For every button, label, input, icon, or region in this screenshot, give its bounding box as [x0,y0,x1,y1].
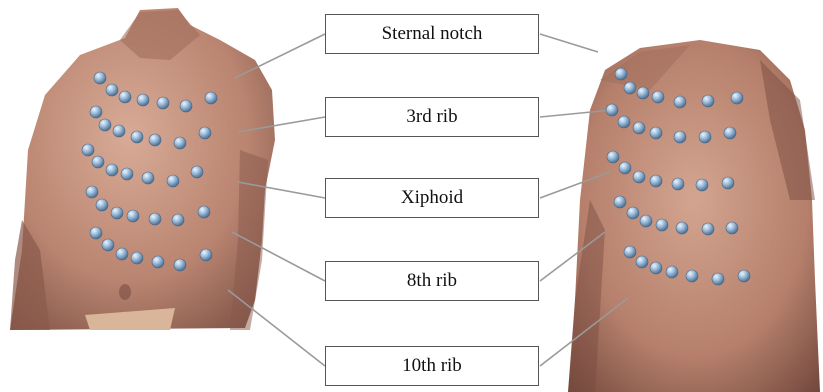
electrode-dot [738,270,750,282]
electrode-dot [624,246,636,258]
electrode-dot [724,127,736,139]
electrode-dot [199,127,211,139]
electrode-dot [633,122,645,134]
electrode-dot [676,222,688,234]
xiphoid-label: Xiphoid [325,178,539,218]
electrode-dot [94,72,106,84]
electrode-dot [152,256,164,268]
rib-3-label: 3rd rib [325,97,539,137]
electrode-dot [627,207,639,219]
electrode-dot [637,87,649,99]
electrode-dot [615,68,627,80]
electrode-dot [696,179,708,191]
electrode-dot [174,137,186,149]
electrode-dot [82,144,94,156]
electrode-dot [702,95,714,107]
electrode-dot [607,151,619,163]
electrode-dot [672,178,684,190]
electrode-dot [674,96,686,108]
electrode-dot [137,94,149,106]
electrode-dot [200,249,212,261]
electrode-dot [96,199,108,211]
electrode-dot [666,266,678,278]
electrode-dot [722,177,734,189]
electrode-dot [174,259,186,271]
electrode-dot [131,252,143,264]
electrode-dot [180,100,192,112]
electrode-dot [131,131,143,143]
electrode-dot [702,223,714,235]
electrode-dot [650,175,662,187]
electrode-dot [149,134,161,146]
electrode-dot [633,171,645,183]
electrode-dot [614,196,626,208]
electrode-dot [90,106,102,118]
back-torso [568,40,820,392]
electrode-dot [111,207,123,219]
front-torso [10,8,275,330]
electrode-dot [674,131,686,143]
electrode-dot [606,104,618,116]
electrode-dot [686,270,698,282]
electrode-dot [121,168,133,180]
electrode-dot [149,213,161,225]
electrode-dot [106,84,118,96]
electrode-dot [90,227,102,239]
electrode-dot [99,119,111,131]
electrode-dot [172,214,184,226]
electrode-dot [167,175,179,187]
electrode-dot [618,116,630,128]
electrode-dot [142,172,154,184]
electrode-dot [624,82,636,94]
rib-8-label: 8th rib [325,261,539,301]
electrode-dot [86,186,98,198]
electrode-dot [157,97,169,109]
electrode-dot [92,156,104,168]
electrode-dot [113,125,125,137]
electrode-dot [127,210,139,222]
electrode-dot [712,273,724,285]
electrode-dot [636,256,648,268]
rib-10-label: 10th rib [325,346,539,386]
electrode-dot [106,164,118,176]
electrode-dot [652,91,664,103]
electrode-dot [198,206,210,218]
electrode-dot [699,131,711,143]
electrode-dot [119,91,131,103]
electrode-dot [116,248,128,260]
electrode-dot [650,127,662,139]
electrode-dot [726,222,738,234]
electrode-dot [640,215,652,227]
sternal-notch-label: Sternal notch [325,14,539,54]
electrode-dot [656,219,668,231]
electrode-dot [191,166,203,178]
electrode-dot [619,162,631,174]
electrode-dot [731,92,743,104]
electrode-dot [205,92,217,104]
electrode-dot [102,239,114,251]
electrode-dot [650,262,662,274]
